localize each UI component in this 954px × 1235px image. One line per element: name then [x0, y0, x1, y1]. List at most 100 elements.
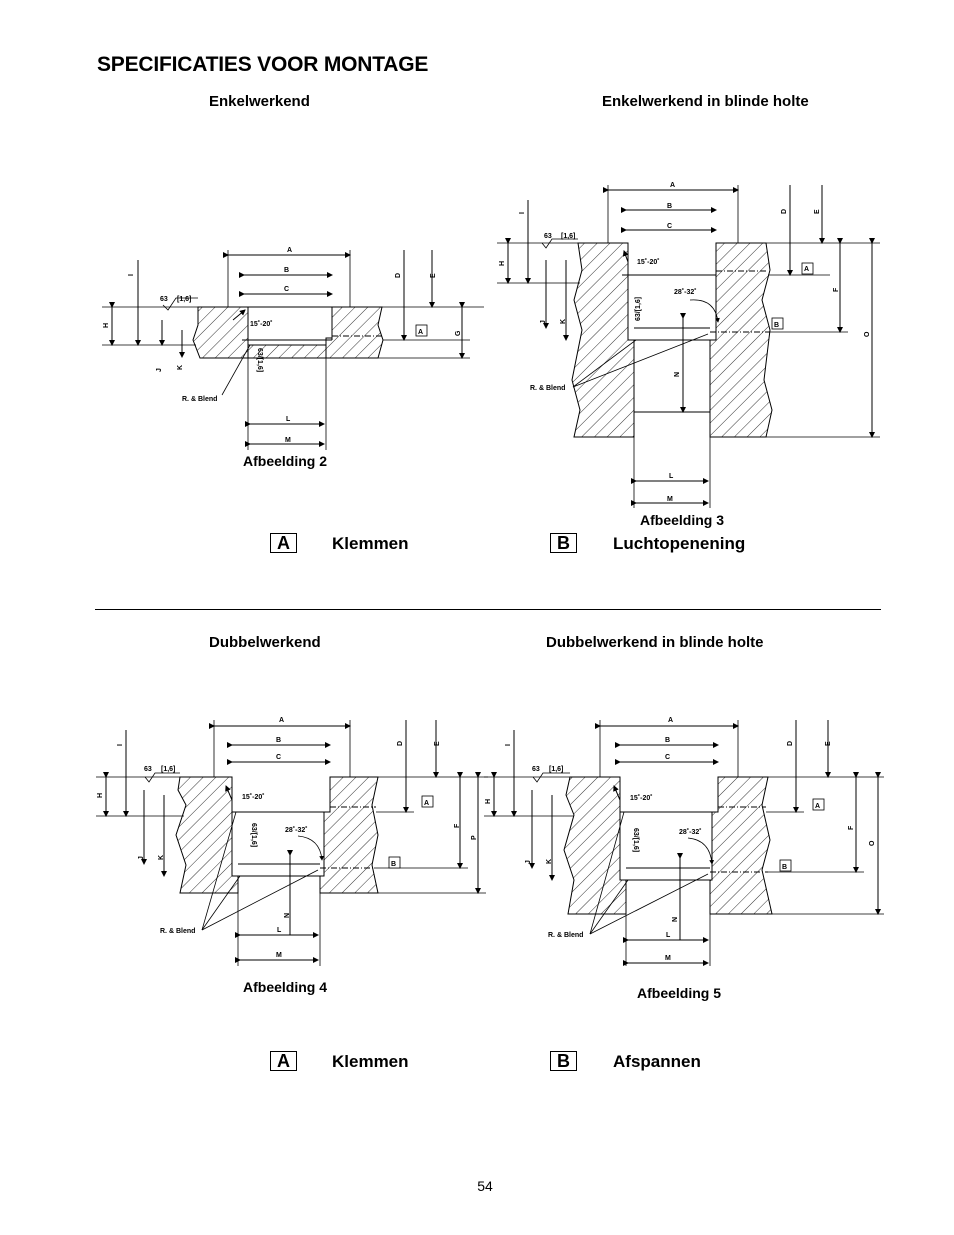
port-b-label: B: [391, 861, 396, 868]
dim-label: E: [814, 209, 821, 214]
dim-label: L: [277, 927, 282, 934]
port-a-label: A: [815, 803, 820, 810]
dim-label: C: [667, 223, 672, 230]
dim-label: D: [395, 273, 402, 278]
finish-metric-label: [1,6]: [549, 766, 563, 773]
figure-2-drawing: [102, 250, 484, 450]
dim-label: M: [285, 437, 291, 444]
legend-label-klemmen: Klemmen: [332, 534, 409, 553]
dim-label: K: [158, 855, 165, 860]
finish-metric-label: [1,6]: [561, 233, 575, 240]
dim-label: G: [455, 330, 462, 336]
chamfer-label: 15˚-20˚: [630, 794, 653, 802]
finish-label: 63: [544, 233, 552, 240]
dim-label: H: [97, 793, 104, 798]
legend-key-b: B: [550, 1051, 577, 1071]
dim-label: H: [103, 323, 110, 328]
dim-label: I: [128, 274, 135, 276]
chamfer-label: 15˚-20˚: [637, 258, 660, 266]
heading-enkelwerkend: Enkelwerkend: [209, 93, 310, 110]
port-a-label: A: [418, 329, 423, 336]
legend-label-afspannen: Afspannen: [613, 1052, 701, 1071]
dim-label: H: [499, 261, 506, 266]
figure-caption-3: Afbeelding 3: [640, 512, 725, 528]
figure-3-drawing: [497, 185, 880, 508]
dim-label: B: [667, 203, 672, 210]
dim-label: C: [284, 286, 289, 293]
dim-label: O: [869, 840, 876, 846]
finish-metric-label: [1,6]: [177, 296, 191, 303]
drawing-labels: A B C L M I H J K D E G 63 [1,6] 15˚-20˚…: [97, 182, 876, 962]
dim-label: L: [286, 416, 291, 423]
dim-label: A: [670, 182, 675, 189]
dim-label: L: [666, 932, 671, 939]
dim-label: J: [525, 860, 532, 864]
dim-label: O: [864, 331, 871, 337]
dim-label: A: [279, 717, 284, 724]
finish-rot-label: 63/[1,6]: [632, 828, 639, 852]
dim-label: H: [485, 799, 492, 804]
dim-label: F: [454, 823, 461, 828]
dim-label: N: [672, 917, 679, 922]
dim-label: P: [471, 835, 478, 840]
dim-label: E: [430, 273, 437, 278]
dim-label: E: [434, 741, 441, 746]
dim-label: I: [117, 744, 124, 746]
finish-label: 63: [532, 766, 540, 773]
dim-label: D: [787, 741, 794, 746]
legend-label-luchtopenening: Luchtopenening: [613, 534, 746, 553]
finish-label: 63: [160, 296, 168, 303]
figure-4-drawing: [96, 720, 488, 966]
dim-label: M: [276, 952, 282, 959]
angle-label: 28˚-32˚: [679, 828, 702, 836]
chamfer-label: 15˚-20˚: [250, 320, 273, 328]
dim-label: C: [276, 754, 281, 761]
dim-label: I: [505, 744, 512, 746]
dim-label: N: [674, 372, 681, 377]
dim-label: K: [560, 319, 567, 324]
dim-label: M: [665, 955, 671, 962]
finish-rot-label: 63/[1,6]: [256, 348, 263, 372]
finish-rot-label: 63/[1,6]: [635, 297, 642, 321]
page-number: 54: [477, 1178, 493, 1194]
dim-label: N: [284, 913, 291, 918]
legend-key-a: A: [270, 533, 297, 553]
blend-label: R. & Blend: [530, 385, 565, 392]
dim-label: L: [669, 473, 674, 480]
dim-label: M: [667, 496, 673, 503]
finish-label: 63: [144, 766, 152, 773]
figure-caption-5: Afbeelding 5: [637, 985, 722, 1001]
legend-label-klemmen: Klemmen: [332, 1052, 409, 1071]
dim-label: A: [668, 717, 673, 724]
dim-label: J: [540, 320, 547, 324]
port-b-label: B: [782, 864, 787, 871]
dim-label: B: [276, 737, 281, 744]
port-a-label: A: [804, 266, 809, 273]
angle-label: 28˚-32˚: [285, 826, 308, 834]
dim-label: B: [665, 737, 670, 744]
angle-label: 28˚-32˚: [674, 288, 697, 296]
page-title: SPECIFICATIES VOOR MONTAGE: [97, 53, 429, 76]
legend-key-a: A: [270, 1051, 297, 1071]
dim-label: B: [284, 267, 289, 274]
blend-label: R. & Blend: [182, 396, 217, 403]
dim-label: I: [519, 212, 526, 214]
figure-caption-4: Afbeelding 4: [243, 979, 328, 995]
dim-label: J: [156, 368, 163, 372]
port-a-label: A: [424, 800, 429, 807]
dim-label: F: [848, 825, 855, 830]
dim-label: A: [287, 247, 292, 254]
legend-key-b: B: [550, 533, 577, 553]
port-b-label: B: [774, 322, 779, 329]
heading-dubbelwerkend-blinde-holte: Dubbelwerkend in blinde holte: [546, 634, 764, 651]
dim-label: J: [138, 856, 145, 860]
section-divider: [95, 609, 881, 610]
dim-label: D: [781, 209, 788, 214]
heading-enkelwerkend-blinde-holte: Enkelwerkend in blinde holte: [602, 93, 809, 110]
dim-label: D: [397, 741, 404, 746]
figure-caption-2: Afbeelding 2: [243, 453, 328, 469]
dim-label: F: [833, 287, 840, 292]
dim-label: K: [177, 365, 184, 370]
finish-metric-label: [1,6]: [161, 766, 175, 773]
